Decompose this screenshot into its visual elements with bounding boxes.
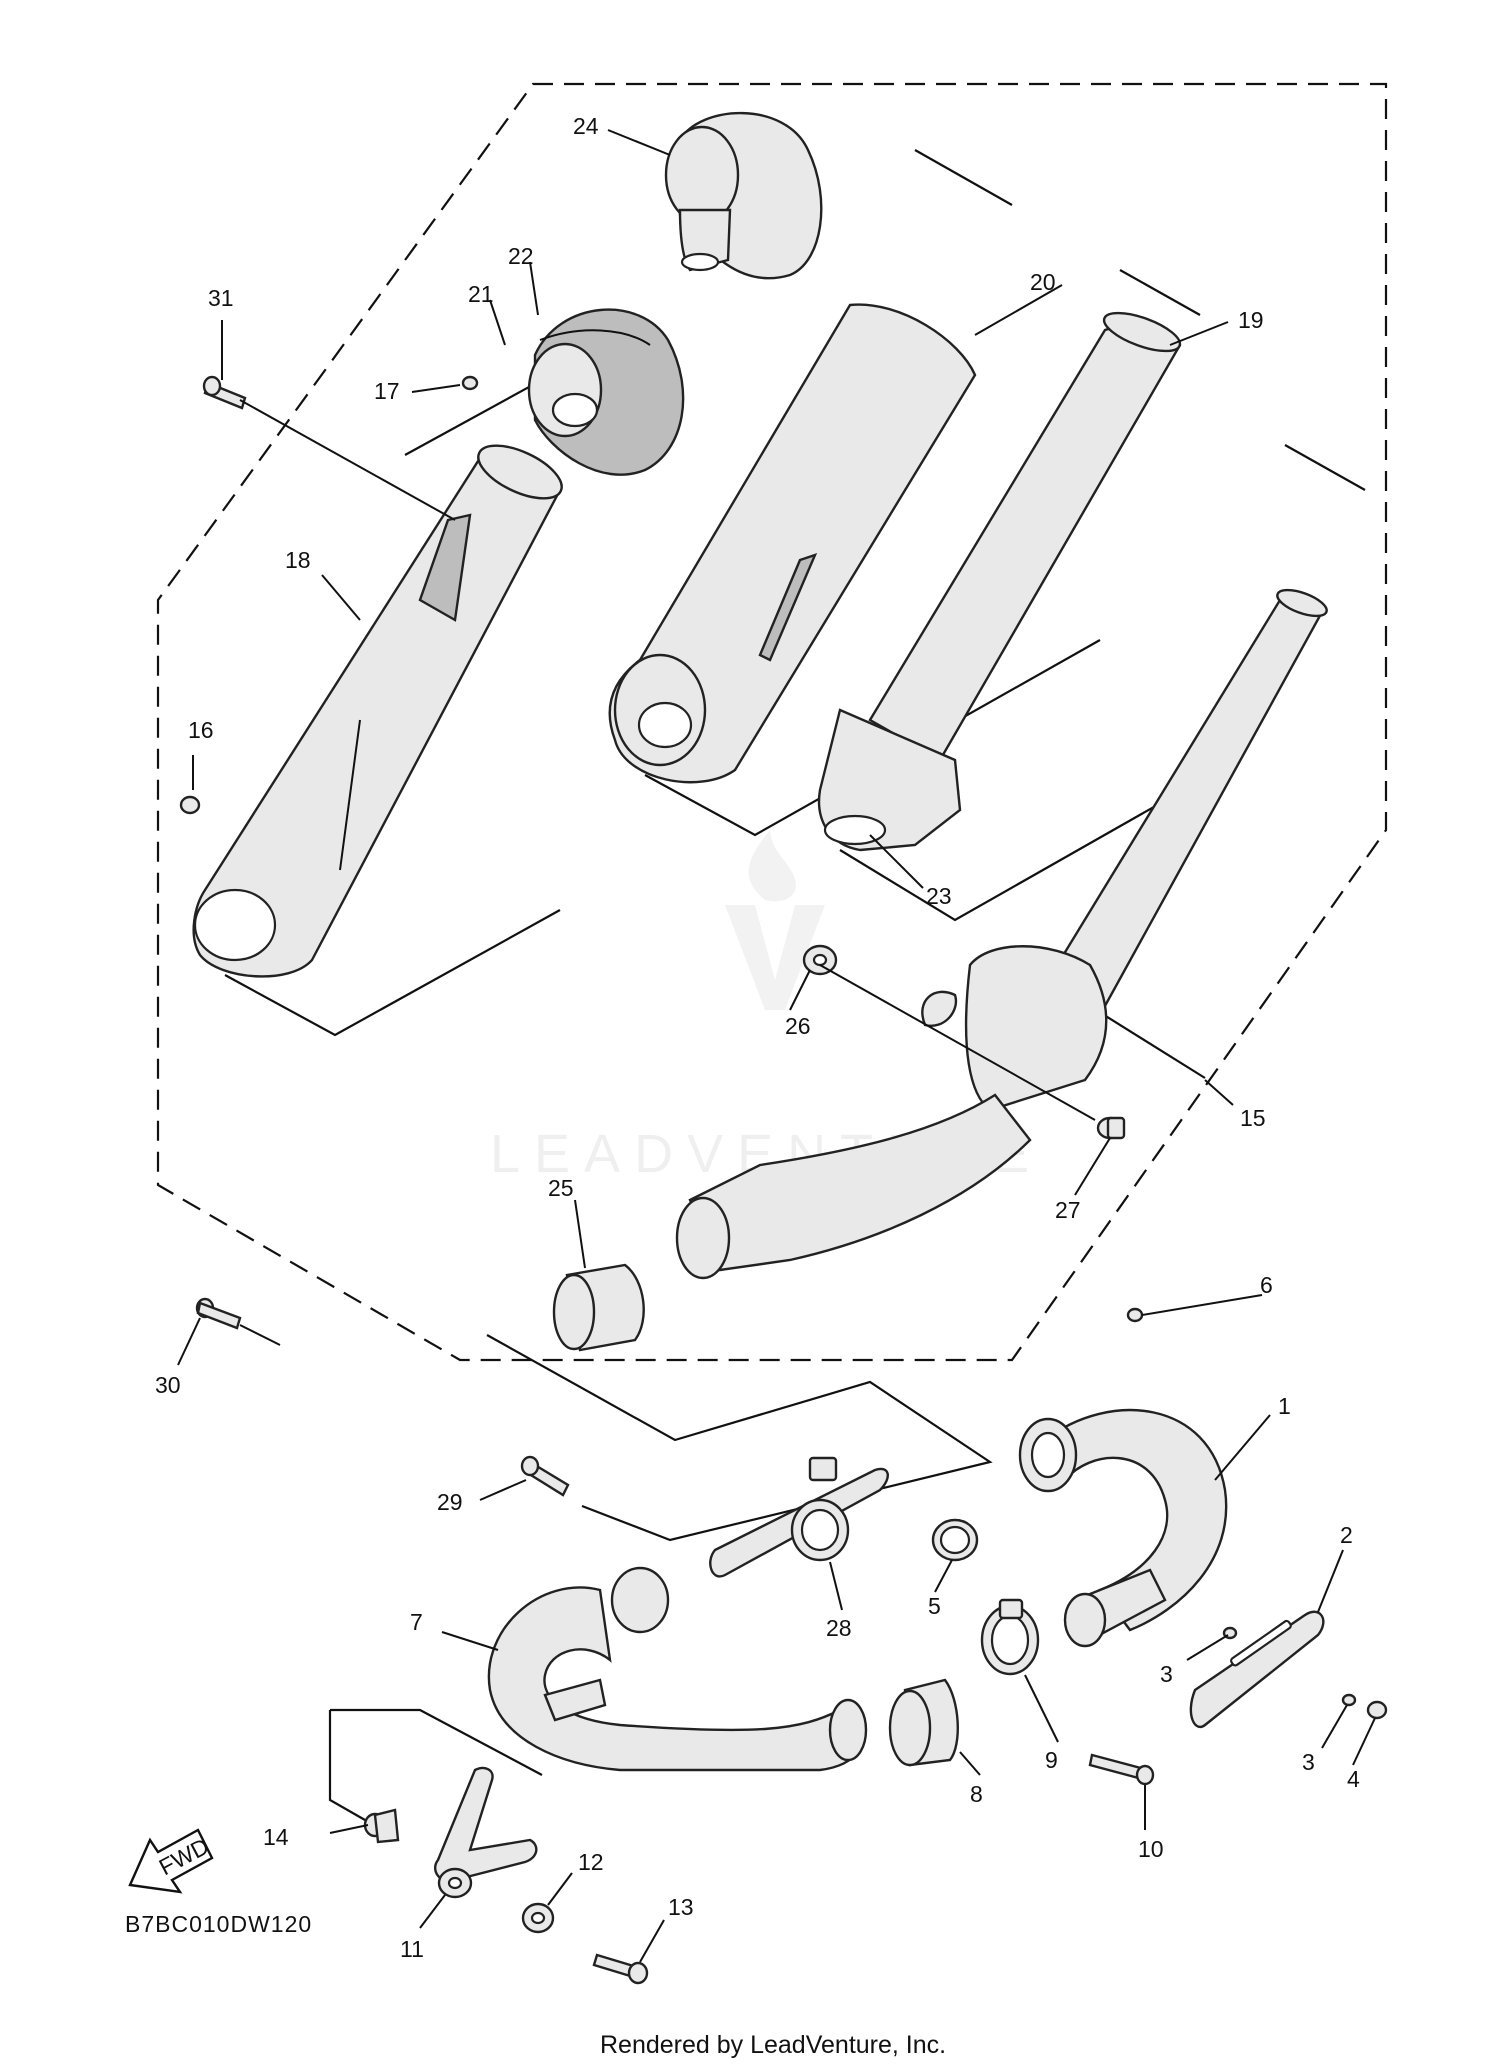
callout-8: 8 <box>970 1781 983 1807</box>
part-4-bolt <box>1366 1700 1388 1720</box>
callout-18: 18 <box>285 547 311 573</box>
callout-4: 4 <box>1347 1766 1360 1792</box>
callout-1: 1 <box>1278 1393 1291 1419</box>
callout-16: 16 <box>188 717 214 743</box>
render-credit: Rendered by LeadVenture, Inc. <box>600 2031 946 2059</box>
part-13-bolt <box>592 1953 649 1985</box>
part-8-sleeve <box>888 1678 959 1767</box>
callout-24: 24 <box>573 113 599 139</box>
part-11-stay <box>433 1766 538 1899</box>
group-bracket-7 <box>328 1708 543 1821</box>
callout-17: 17 <box>374 378 400 404</box>
callout-10: 10 <box>1138 1836 1164 1862</box>
part-3-washer-b <box>1341 1693 1357 1707</box>
part-17-rivet <box>461 375 479 391</box>
callout-25: 25 <box>548 1175 574 1201</box>
callout-15: 15 <box>1240 1105 1266 1131</box>
callout-labels: 24 22 21 17 31 18 16 20 19 23 26 15 27 2… <box>155 113 1360 1962</box>
part-1-header-pipe <box>1018 1408 1228 1648</box>
part-22-inner-cap <box>527 308 685 476</box>
part-2-bracket <box>1189 1610 1325 1729</box>
callout-12: 12 <box>578 1849 604 1875</box>
part-19-inner-pipe <box>817 311 1182 852</box>
callout-3a: 3 <box>1160 1661 1173 1687</box>
callout-29: 29 <box>437 1489 463 1515</box>
part-29-bolt <box>520 1455 570 1497</box>
forward-direction-arrow: FWD <box>128 1828 214 1894</box>
part-7-header-pipe <box>487 1566 868 1772</box>
callout-5: 5 <box>928 1593 941 1619</box>
part-16-rivet <box>179 795 201 815</box>
part-15-exhaust-pipe <box>675 588 1328 1280</box>
part-24-end-cap <box>664 111 823 280</box>
callout-6: 6 <box>1260 1272 1273 1298</box>
part-31-bolt <box>202 375 456 521</box>
part-5-gasket <box>931 1518 979 1562</box>
silencer-assembly-outline <box>156 82 1388 1362</box>
callout-2: 2 <box>1340 1522 1353 1548</box>
part-27-bolt <box>1096 1116 1126 1140</box>
callout-14: 14 <box>263 1824 289 1850</box>
part-9-clamp <box>980 1598 1040 1676</box>
part-10-bolt <box>1088 1753 1155 1786</box>
callout-13: 13 <box>668 1894 694 1920</box>
callout-31: 31 <box>208 285 234 311</box>
group-bracket-19 <box>839 269 1241 922</box>
callout-28: 28 <box>826 1615 852 1641</box>
diagram-code: B7BC010DW120 <box>125 1911 312 1937</box>
callout-30: 30 <box>155 1372 181 1398</box>
part-30-bolt <box>195 1297 281 1346</box>
leader-lines <box>177 129 1376 1963</box>
callout-23: 23 <box>926 883 952 909</box>
callout-20: 20 <box>1030 269 1056 295</box>
callout-26: 26 <box>785 1013 811 1039</box>
group-bracket-25 <box>486 1334 993 1542</box>
callout-3b: 3 <box>1302 1749 1315 1775</box>
callout-27: 27 <box>1055 1197 1081 1223</box>
part-26-nut <box>802 944 1096 1121</box>
part-6-nut <box>1126 1307 1144 1323</box>
callout-19: 19 <box>1238 307 1264 333</box>
part-12-nut <box>521 1902 555 1934</box>
part-18-silencer-body <box>192 444 563 978</box>
part-20-silencer-body <box>608 303 977 784</box>
group-bracket-20 <box>644 149 1101 837</box>
callout-7: 7 <box>410 1609 423 1635</box>
part-25-collar <box>552 1263 645 1352</box>
part-28-clamp-bracket <box>709 1456 889 1578</box>
callout-9: 9 <box>1045 1747 1058 1773</box>
callout-22: 22 <box>508 243 534 269</box>
part-14-bolt <box>363 1808 400 1844</box>
callout-11: 11 <box>400 1936 424 1962</box>
callout-21: 21 <box>468 281 494 307</box>
